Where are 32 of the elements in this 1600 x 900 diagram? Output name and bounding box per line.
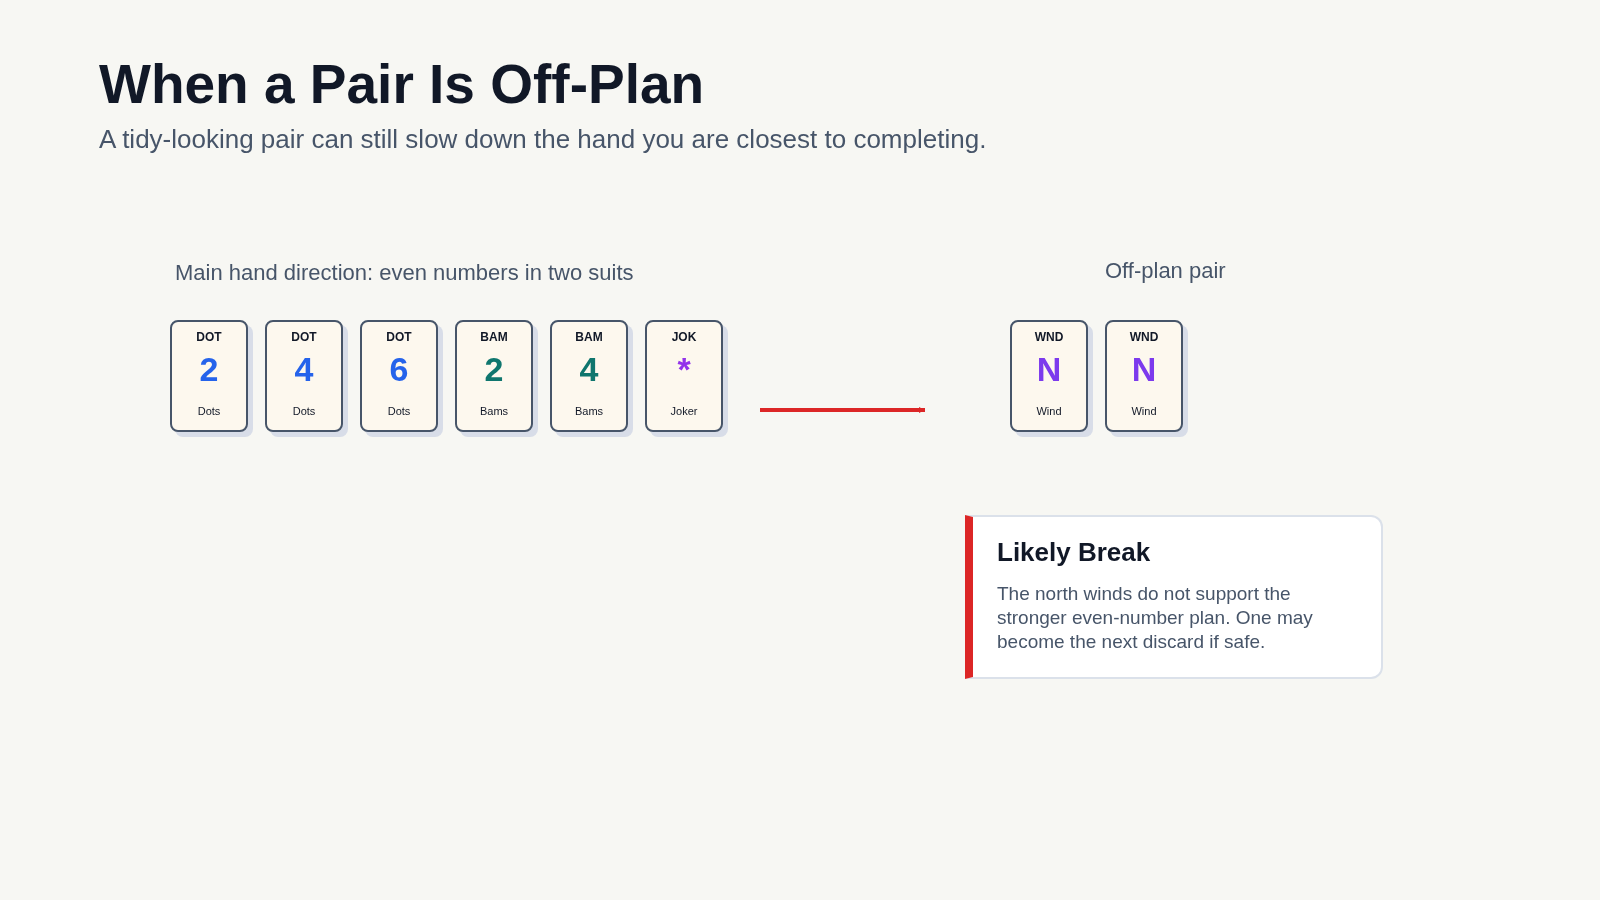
suit-code: WND xyxy=(1033,330,1065,344)
suit-code: WND xyxy=(1128,330,1160,344)
tile-rank: N xyxy=(1035,350,1063,389)
tile-rank: 4 xyxy=(293,350,315,389)
group-heading: Off-plan pair xyxy=(1105,258,1226,284)
callout-card xyxy=(965,515,1383,679)
suit-name: Dots xyxy=(386,405,412,417)
suit-name: Bams xyxy=(478,405,510,417)
suit-code: DOT xyxy=(385,330,413,344)
suit-code: DOT xyxy=(290,330,318,344)
suit-name: Wind xyxy=(1130,405,1158,417)
suit-code: DOT xyxy=(195,330,223,344)
suit-name: Bams xyxy=(573,405,605,417)
suit-name: Wind xyxy=(1035,405,1063,417)
callout-text: The north winds do not support the stronger even-number plan. One may become the next discard if safe. xyxy=(997,582,1314,654)
suit-code: BAM xyxy=(574,330,604,344)
tile-rank: * xyxy=(676,350,692,389)
suit-code: JOK xyxy=(670,330,698,344)
title: When a Pair Is Off-Plan xyxy=(99,52,705,116)
suit-name: Dots xyxy=(196,405,222,417)
tile-rank: 2 xyxy=(483,350,505,389)
group-heading: Main hand direction: even numbers in two suits xyxy=(175,260,634,286)
tile-rank: N xyxy=(1130,350,1158,389)
tile-rank: 6 xyxy=(388,350,410,389)
tile-rank: 2 xyxy=(198,350,220,389)
suit-code: BAM xyxy=(479,330,509,344)
arrow xyxy=(760,407,925,413)
subtitle: A tidy-looking pair can still slow down the hand you are closest to completing. xyxy=(99,124,987,155)
suit-name: Joker xyxy=(669,405,699,417)
tile-rank: 4 xyxy=(578,350,600,389)
callout-heading: Likely Break xyxy=(997,537,1152,568)
suit-name: Dots xyxy=(291,405,317,417)
